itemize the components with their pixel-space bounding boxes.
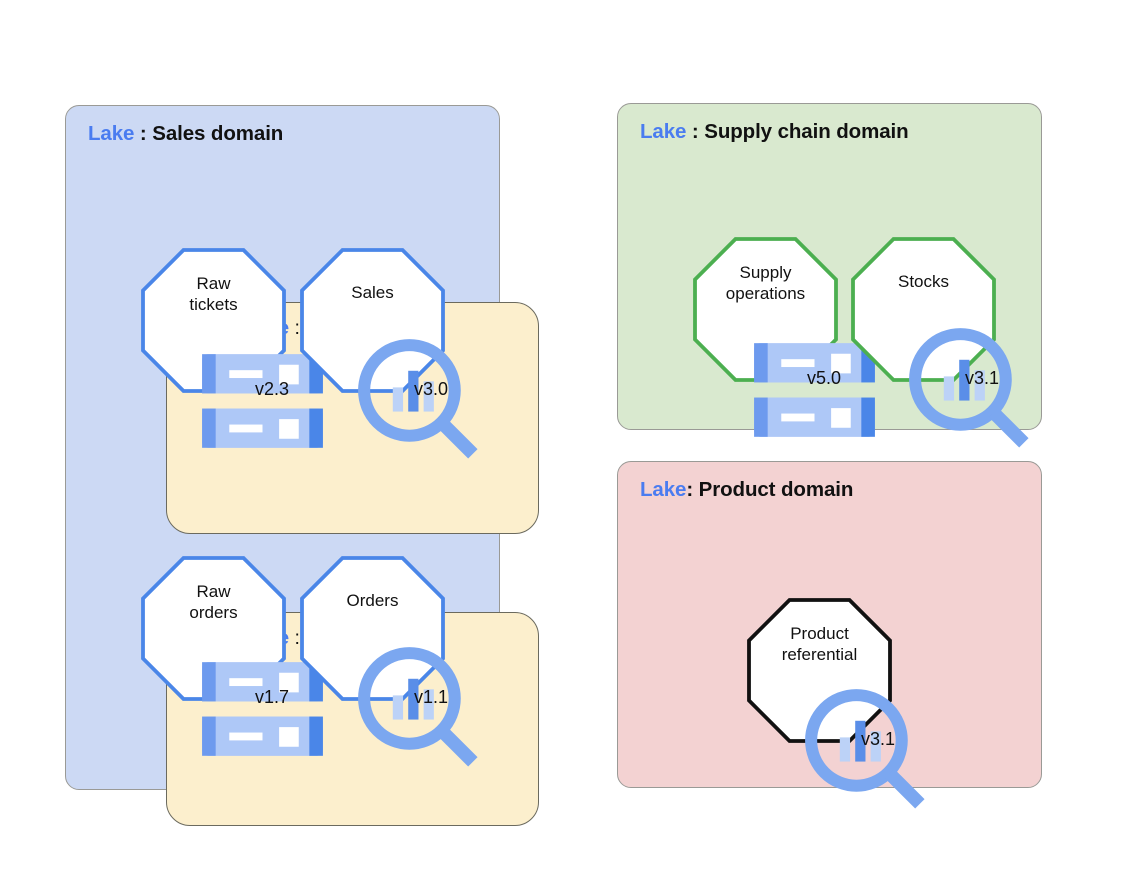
server-stack-icon <box>742 319 875 437</box>
data-asset-sales[interactable]: Sales v3.0 <box>300 248 478 459</box>
lake-name: Supply chain domain <box>704 120 909 143</box>
lake-keyword: Lake <box>640 478 687 501</box>
analytics-search-icon <box>900 319 1029 448</box>
lake-supply-chain-title: Lake : Supply chain domain <box>640 120 909 144</box>
data-asset-orders[interactable]: Orders v1.1 <box>300 556 478 767</box>
zone-separator: : <box>289 627 306 649</box>
server-stack-icon <box>190 638 323 756</box>
zone-separator: : <box>289 317 306 339</box>
lake-separator: : <box>686 120 705 143</box>
data-asset-product-referential[interactable]: Product referential v3.1 <box>747 598 925 809</box>
lake-separator: : <box>134 122 153 145</box>
analytics-search-icon <box>349 638 478 767</box>
lake-name: Product domain <box>698 478 854 501</box>
data-asset-raw-tickets[interactable]: Raw tickets v2.3 <box>141 248 323 448</box>
analytics-search-icon <box>349 330 478 459</box>
lake-product-title: Lake: Product domain <box>640 478 853 502</box>
data-asset-stocks[interactable]: Stocks v3.1 <box>851 237 1029 448</box>
lake-separator: : <box>686 478 699 501</box>
server-stack-icon <box>190 330 323 448</box>
data-asset-supply-operations[interactable]: Supply operations v5.0 <box>693 237 875 437</box>
lake-name: Sales domain <box>152 122 284 145</box>
lake-keyword: Lake <box>640 120 687 143</box>
lake-keyword: Lake <box>88 122 135 145</box>
analytics-search-icon <box>796 680 925 809</box>
data-asset-raw-orders[interactable]: Raw orders v1.7 <box>141 556 323 756</box>
lake-sales-title: Lake : Sales domain <box>88 122 283 146</box>
